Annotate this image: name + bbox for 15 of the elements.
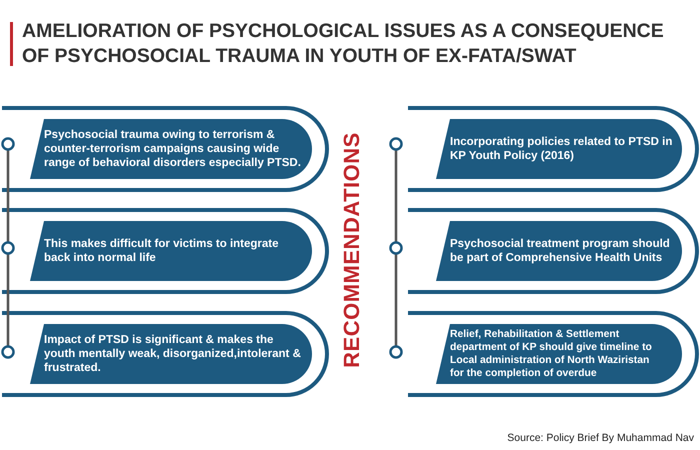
title: AMELIORATION OF PSYCHOLOGICAL ISSUES AS A CONSEQUENCE OF PSYCHOSOCIAL TRAUMA IN YOUTH OF EX-FATA/SWAT <box>22 19 665 69</box>
box-text: Incorporating policies related to PTSD in KP Youth Policy (2016) <box>450 135 674 163</box>
banner-box <box>0 207 330 295</box>
banner-box <box>406 105 700 193</box>
vertical-heading: RECOMMENDATIONS <box>339 132 365 368</box>
box-text: Psychosocial treatment program should be part of Comprehensive Health Units <box>450 237 671 265</box>
box-text: Relief, Rehabilitation & Settlement department of KP should give timeline to Local administration of North Waziristan for the completion of overdue <box>450 328 653 380</box>
box-text: Impact of PTSD is significant & makes the youth mentally weak, disorganized,intolerant & frustrated. <box>44 333 302 375</box>
box-text: Psychosocial trauma owing to terrorism & counter-terrorism campaigns causing wide range of behavioral disorders especially PTSD. <box>44 128 302 170</box>
box-text: This makes difficult for victims to integrate back into normal life <box>44 237 280 265</box>
banner-box <box>0 310 330 398</box>
banner-box <box>406 310 700 398</box>
source-note: Source: Policy Brief By Muhammad Nav <box>507 432 694 444</box>
banner-box <box>0 105 330 193</box>
banner-box <box>406 207 700 295</box>
